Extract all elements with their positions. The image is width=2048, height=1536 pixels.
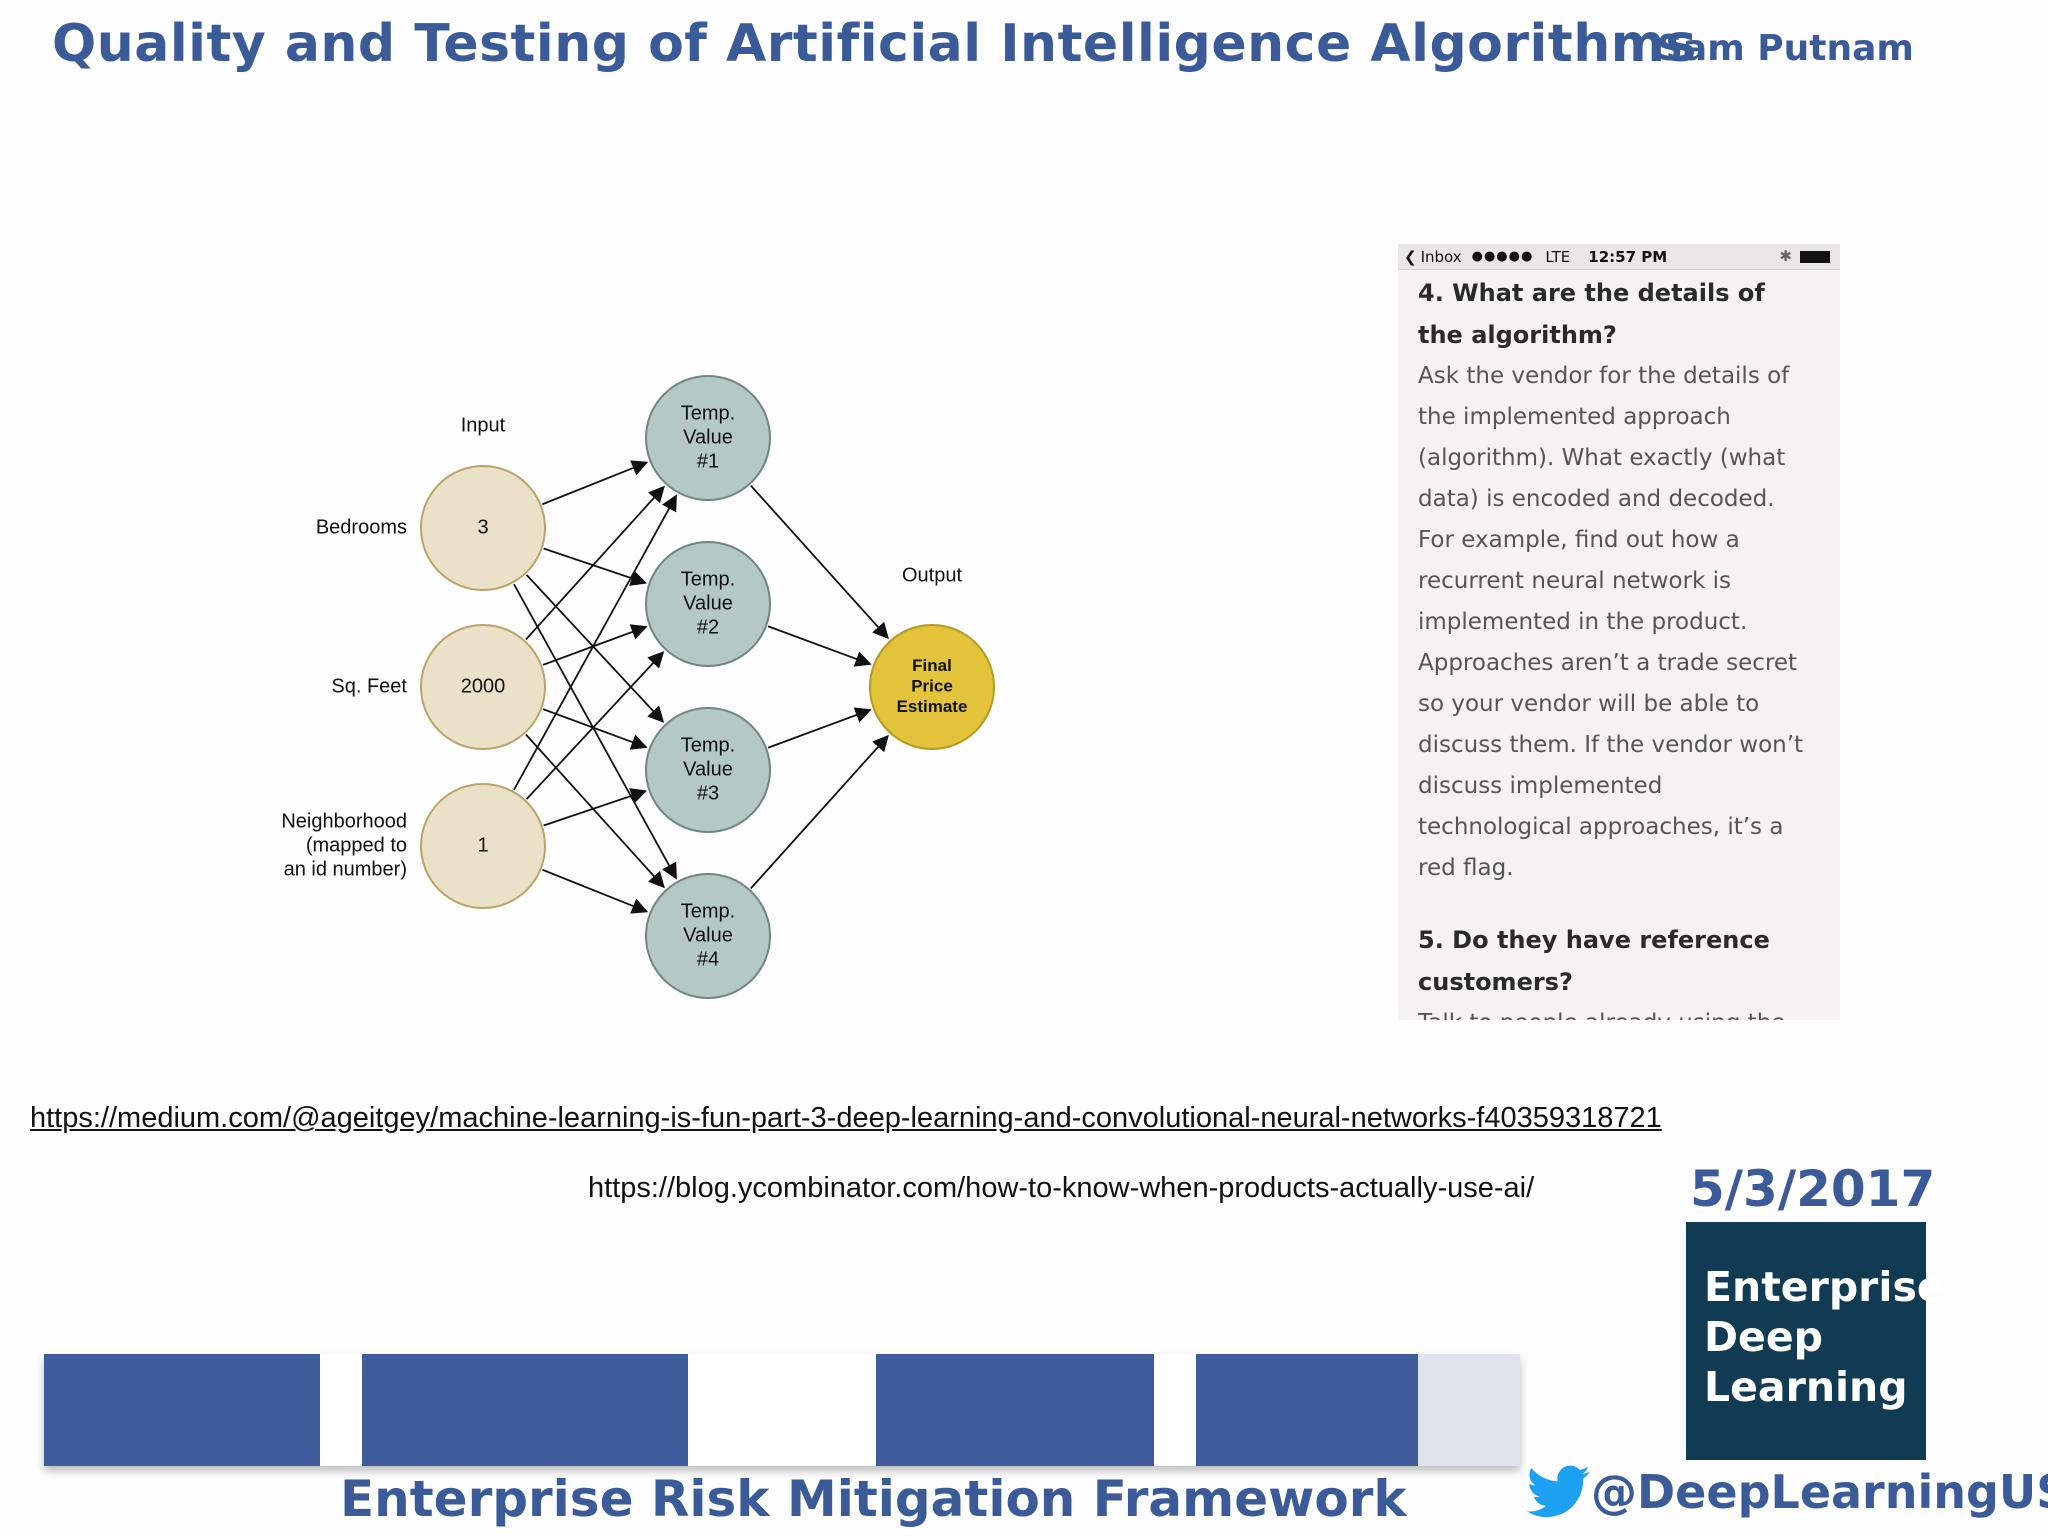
framework-segment-4	[1196, 1354, 1418, 1466]
logo-line-2: Deep	[1704, 1313, 1823, 1361]
framework-progress-bar	[44, 1354, 1520, 1466]
edge-input-2-to-hidden-4	[525, 733, 665, 889]
article-content: 4. What are the details of the algorithm…	[1398, 270, 1840, 1020]
output-node	[869, 624, 995, 750]
input-node-3-value: 1	[477, 834, 488, 856]
hidden-node-4	[645, 873, 771, 999]
ycombinator-link[interactable]: https://blog.ycombinator.com/how-to-know…	[588, 1172, 1535, 1204]
hidden-node-2	[645, 541, 771, 667]
neural-network-diagram: 3 Bedrooms 2000 Sq. Feet 1 Neighborhood(mappe…	[281, 375, 995, 999]
question-5-heading: 5. Do they have reference customers?	[1418, 926, 1770, 996]
hidden-node-1-label-line-2: Value	[683, 426, 733, 448]
edge-input-1-to-hidden-2	[543, 547, 648, 586]
network-connections	[513, 460, 889, 914]
input-node-1	[420, 465, 546, 591]
logo-line-1: Enterprise	[1704, 1263, 1945, 1311]
question-4-heading: 4. What are the details of the algorithm…	[1418, 279, 1765, 349]
input-2-label: Sq. Feet	[331, 675, 407, 697]
hidden-node-2-label-line-2: Value	[683, 592, 733, 614]
phone-screenshot: ❮ Inbox ●●●●● LTE 12:57 PM ✱ 4. What are…	[1398, 244, 1840, 1020]
edge-input-1-to-hidden-1	[542, 460, 649, 506]
signal-strength: ●●●●●	[1471, 249, 1534, 264]
edge-input-1-to-hidden-4	[513, 583, 677, 880]
framework-segment-3	[876, 1354, 1154, 1466]
battery-icon	[1800, 251, 1830, 263]
network-type: LTE	[1545, 247, 1571, 266]
edge-input-2-to-hidden-2	[542, 624, 648, 666]
network-labels: 3 Bedrooms 2000 Sq. Feet 1 Neighborhood(mappe…	[281, 402, 967, 970]
hidden-node-1	[645, 375, 771, 501]
twitter-bird-icon	[1527, 1465, 1590, 1518]
framework-gap-2	[688, 1354, 876, 1466]
edge-input-1-to-hidden-3	[525, 574, 665, 723]
twitter-handle: @DeepLearningUSA	[1591, 1465, 2048, 1519]
hidden-node-1-label-line-3: #1	[697, 450, 719, 472]
output-column-title: Output	[902, 564, 962, 586]
framework-gap-3	[1154, 1354, 1196, 1466]
output-node-label-line-1: Final	[912, 656, 952, 675]
edge-input-2-to-hidden-1	[525, 485, 665, 641]
edge-input-3-to-hidden-2	[525, 651, 665, 800]
hidden-node-2-label-line-3: #2	[697, 616, 719, 638]
framework-segment-2	[362, 1354, 688, 1466]
hidden-node-3-label-line-1: Temp.	[681, 734, 735, 756]
hidden-node-2-label-line-1: Temp.	[681, 568, 735, 590]
twitter-handle-block[interactable]: @DeepLearningUSA	[1527, 1464, 2048, 1520]
status-time: 12:57 PM	[1588, 247, 1668, 266]
bluetooth-icon: ✱	[1779, 247, 1792, 265]
medium-article-link[interactable]: https://medium.com/@ageitgey/machine-lea…	[30, 1102, 1662, 1134]
edge-hidden-1-to-output	[750, 484, 889, 640]
output-node-label-line-2: Price	[911, 676, 953, 695]
slide-title: Quality and Testing of Artificial Intell…	[52, 14, 1697, 74]
hidden-node-3	[645, 707, 771, 833]
output-node-label-line-3: Estimate	[897, 697, 968, 716]
input-node-2-value: 2000	[461, 675, 506, 697]
hidden-node-3-label-line-2: Value	[683, 758, 733, 780]
edge-input-3-to-hidden-1	[513, 494, 677, 791]
logo-line-3: Learning	[1704, 1363, 1908, 1411]
input-column-title: Input	[461, 414, 506, 436]
status-app[interactable]: Inbox	[1420, 247, 1462, 266]
edge-input-2-to-hidden-3	[542, 708, 648, 750]
question-4-body: Ask the vendor for the details of the im…	[1418, 363, 1804, 881]
author-name: Sam Putnam	[1657, 28, 1914, 69]
hidden-node-4-label-line-2: Value	[683, 924, 733, 946]
edge-hidden-3-to-output	[767, 707, 872, 749]
input-node-1-value: 3	[477, 516, 488, 538]
input-3-label-line-2: (mapped to	[306, 834, 407, 856]
input-node-2	[420, 624, 546, 750]
back-chevron-icon[interactable]: ❮	[1404, 247, 1417, 266]
hidden-node-1-label-line-1: Temp.	[681, 402, 735, 424]
framework-segment-1	[44, 1354, 320, 1466]
framework-label: Enterprise Risk Mitigation Framework	[340, 1470, 1407, 1528]
hidden-node-3-label-line-3: #3	[697, 782, 719, 804]
edge-input-3-to-hidden-3	[543, 788, 648, 827]
enterprise-deep-learning-logo: Enterprise Deep Learning	[1686, 1222, 1945, 1460]
framework-gap-1	[320, 1354, 362, 1466]
input-1-label: Bedrooms	[316, 516, 407, 538]
edge-hidden-4-to-output	[750, 734, 889, 890]
input-node-3	[420, 783, 546, 909]
edge-hidden-2-to-output	[767, 625, 872, 667]
network-nodes	[420, 375, 995, 999]
input-3-label-line-3: an id number)	[284, 858, 407, 880]
hidden-node-4-label-line-3: #4	[697, 948, 719, 970]
edge-input-3-to-hidden-4	[542, 868, 649, 914]
input-3-label-line-1: Neighborhood	[281, 810, 407, 832]
presentation-date: 5/3/2017	[1690, 1160, 1936, 1218]
hidden-node-4-label-line-1: Temp.	[681, 900, 735, 922]
phone-status-bar: ❮ Inbox ●●●●● LTE 12:57 PM ✱	[1398, 244, 1840, 270]
question-5-body: Talk to people already using the product…	[1418, 1003, 1816, 1020]
